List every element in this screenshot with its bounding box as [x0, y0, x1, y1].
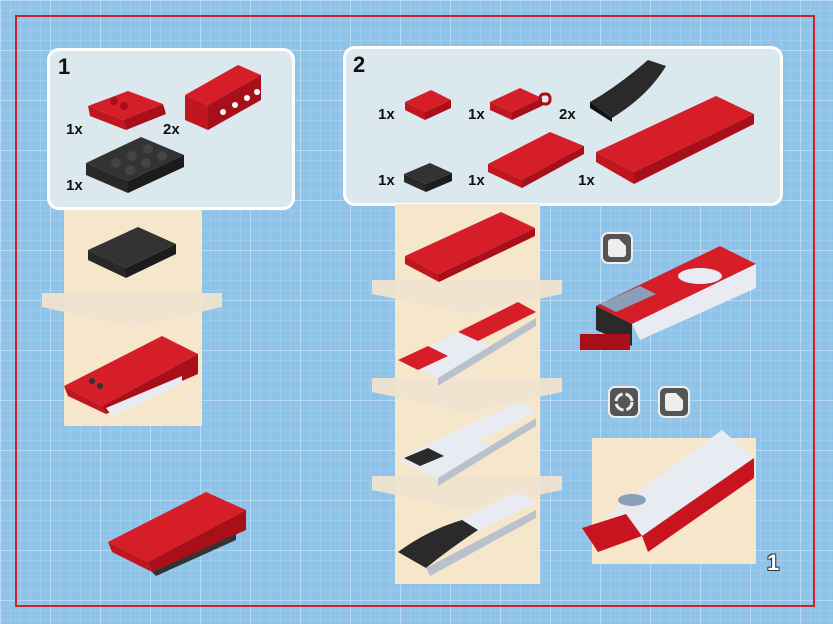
black-plate-1x2-part — [404, 160, 454, 194]
step-1-assembly — [62, 326, 202, 416]
part-qty: 1x — [378, 106, 395, 123]
part-qty: 1x — [378, 172, 395, 189]
red-plate-clips-part — [490, 84, 552, 124]
black-plate-2x4-part — [86, 133, 186, 195]
step-1-number: 1 — [58, 54, 70, 80]
build-arrow — [42, 293, 222, 329]
part-qty: 1x — [468, 106, 485, 123]
page-number: 1 — [767, 550, 779, 576]
red-slope-brick-part — [88, 86, 178, 136]
part-qty: 2x — [559, 106, 576, 123]
step-1-result — [106, 484, 252, 576]
red-plate-1x2-part — [405, 86, 453, 122]
step-2-result-stickers — [580, 240, 760, 360]
part-qty: 1x — [468, 172, 485, 189]
rotate-icon — [608, 386, 640, 418]
step-2-number: 2 — [353, 52, 365, 78]
red-brick-1x4-part — [183, 60, 263, 132]
step-2-substep-d — [398, 490, 538, 580]
step-2-substep-a — [405, 208, 537, 284]
step-2-substep-b — [398, 298, 538, 388]
red-tile-2x4-part — [488, 128, 586, 192]
part-qty: 1x — [66, 121, 83, 138]
black-plate-insert — [88, 224, 178, 280]
red-plate-2x8-part — [596, 92, 756, 192]
sticker-icon — [658, 386, 690, 418]
step-2-result-rotated — [582, 418, 762, 562]
part-qty: 1x — [66, 177, 83, 194]
step-2-substep-c — [398, 400, 538, 490]
